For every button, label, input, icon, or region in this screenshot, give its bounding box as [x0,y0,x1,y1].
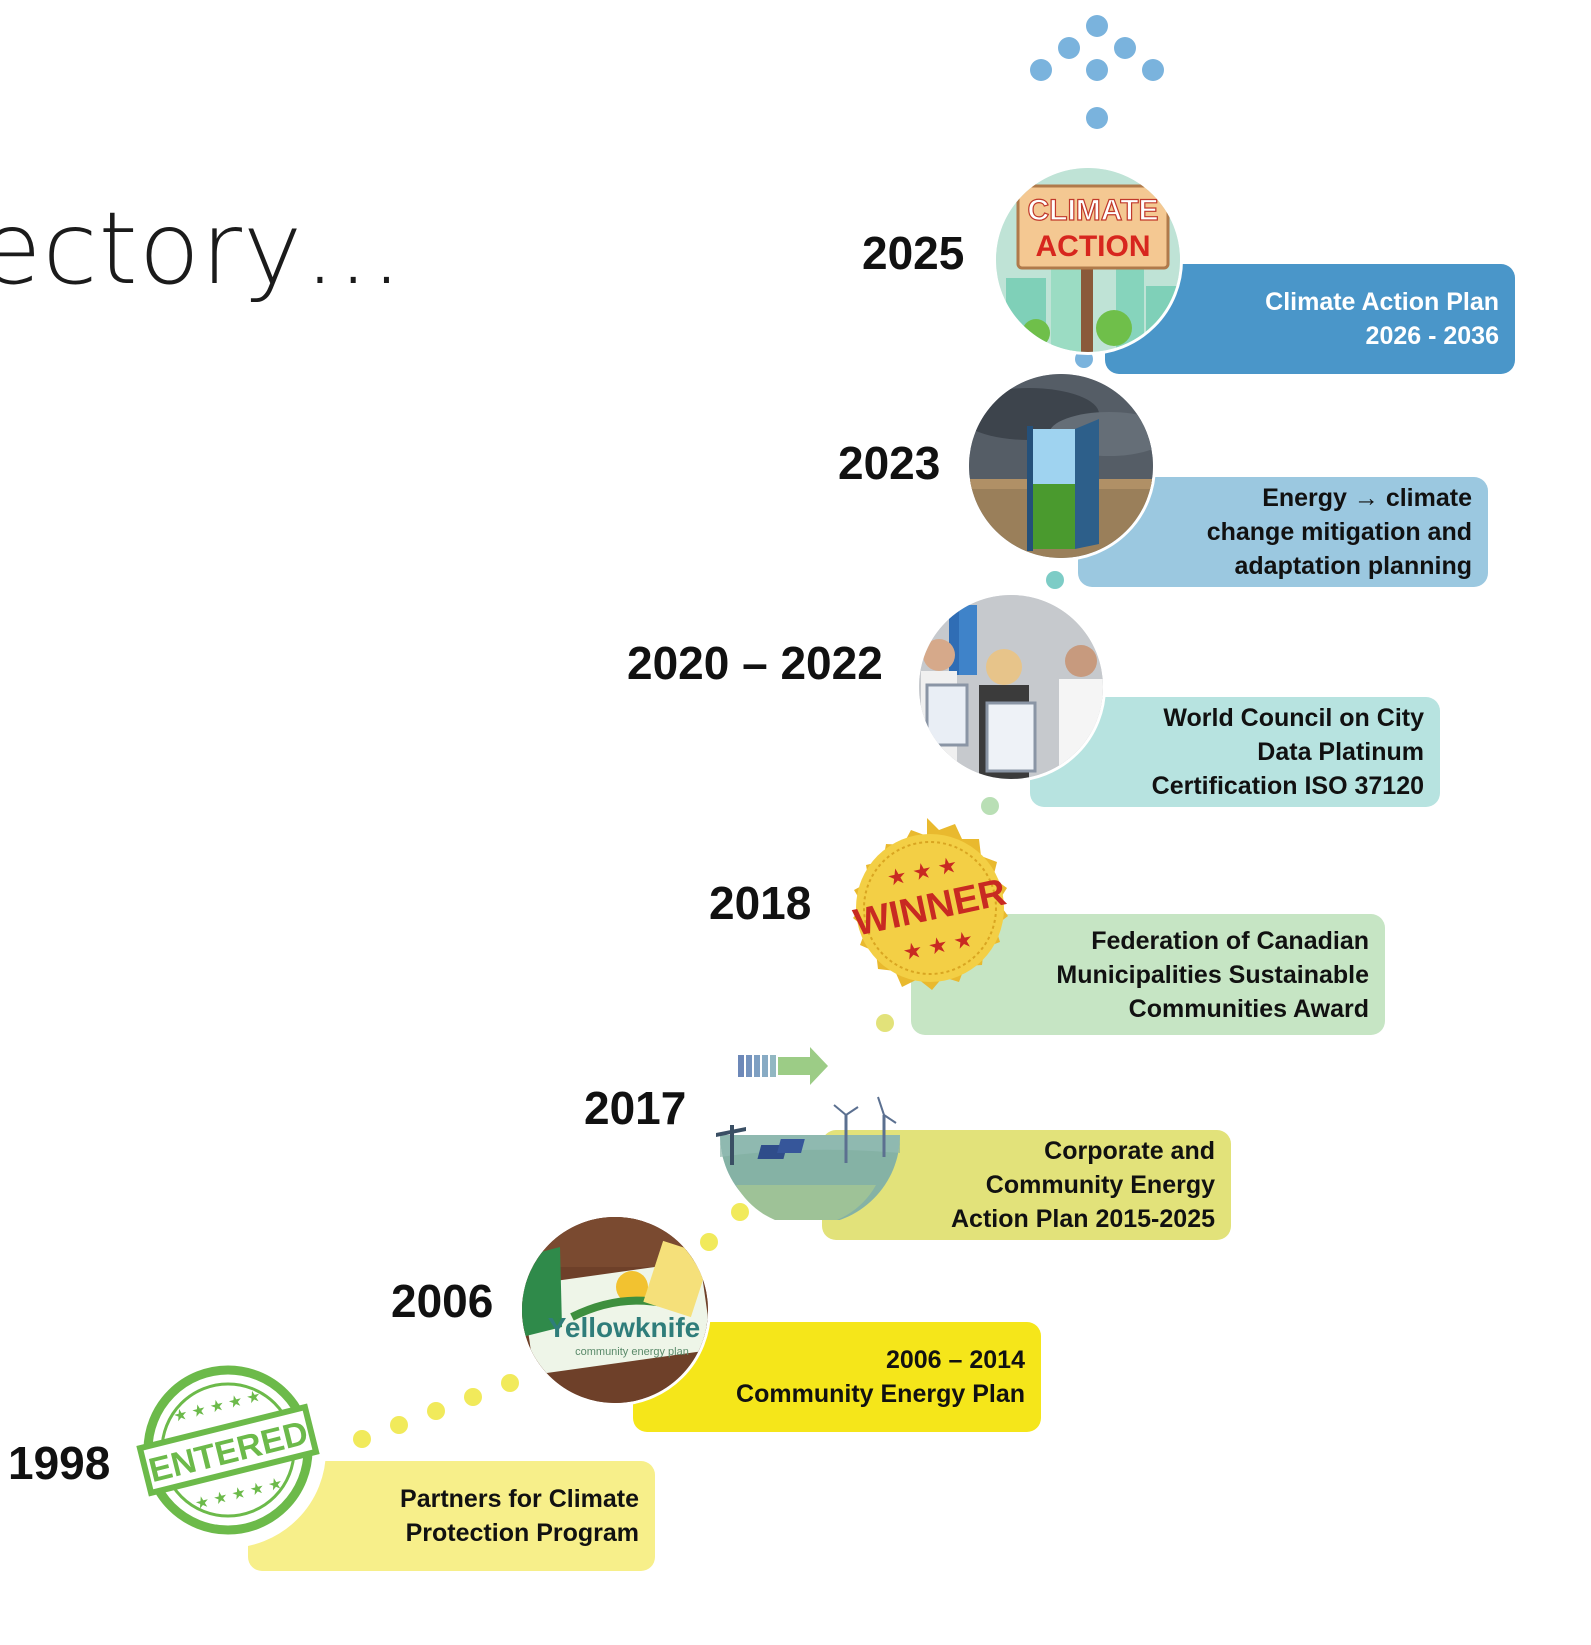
milestone-2017-text: Corporate and Community Energy Action Pl… [950,1137,1215,1233]
storm-door-field-image [966,371,1156,561]
winner-seal-image: WINNER ★ ★ ★ ★ ★ ★ [832,816,1022,1006]
milestone-2025-year: 2025 [862,227,965,279]
certificate-photo-image [916,592,1106,782]
milestone-2006-year: 2006 [391,1275,494,1327]
milestone-2023-text: Energy → climate change mitigation and a… [1206,484,1472,580]
milestone-1998-year: 1998 [8,1437,111,1489]
page-title: ectory… [0,190,405,307]
milestone-2006-text: 2006 – 2014 Community Energy Plan [736,1346,1025,1408]
climate-action-sign-image: CLIMATE ACTION [993,165,1183,355]
milestone-2018-text: Federation of Canadian Municipalities Su… [1056,926,1369,1023]
climate-sign-line2: ACTION [1036,230,1151,263]
milestone-2018-year: 2018 [709,877,812,929]
milestone-2020-2022-year: 2020 – 2022 [627,637,883,689]
yellowknife-sub: community energy plan [575,1346,689,1358]
milestone-2023-year: 2023 [838,437,941,489]
milestone-2017-year: 2017 [584,1082,687,1134]
entered-stamp-image: ENTERED ★ ★ ★ ★ ★ ★ ★ ★ ★ ★ [130,1352,326,1548]
milestone-1998-text: Partners for Climate Protection Program [400,1485,639,1547]
yellowknife-label: Yellowknife [548,1312,701,1343]
climate-sign-line1: CLIMATE [1027,194,1158,227]
milestone-2020-2022-text: World Council on City Data Platinum Cert… [1151,704,1424,800]
energy-transition-image [706,1045,906,1220]
milestone-2025-text: Climate Action Plan 2026 - 2036 [1265,288,1499,350]
yellowknife-energy-plan-image: Yellowknife community energy plan [519,1214,711,1406]
